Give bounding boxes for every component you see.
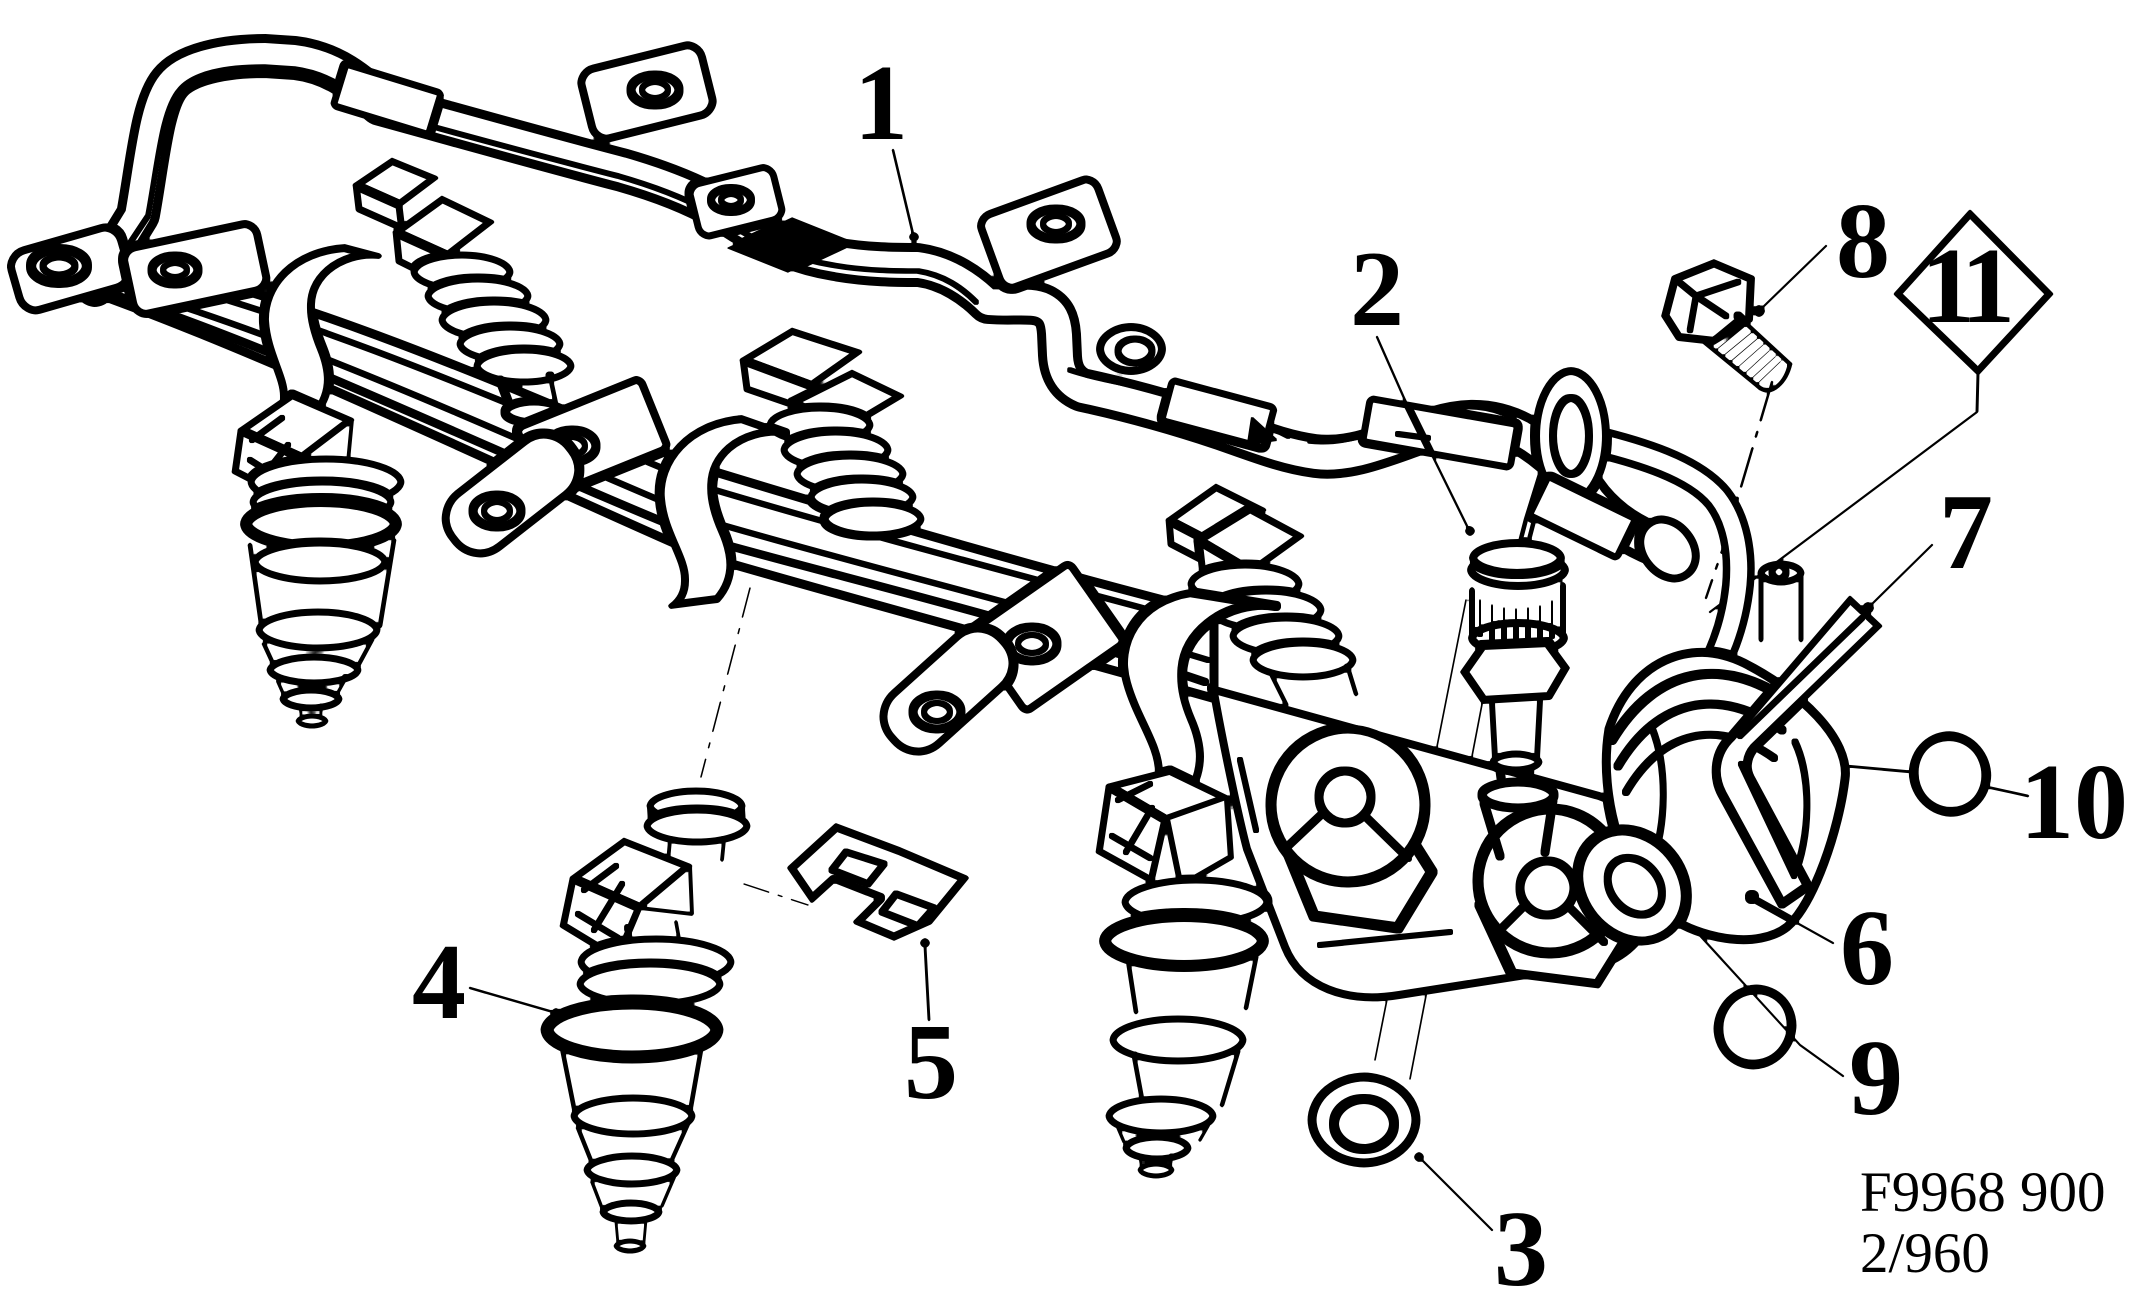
- svg-text:F9968 900: F9968 900: [1860, 1161, 2105, 1224]
- svg-text:9: 9: [1849, 1019, 1903, 1138]
- svg-text:1: 1: [854, 44, 908, 163]
- svg-text:2/960: 2/960: [1860, 1222, 1990, 1285]
- svg-text:4: 4: [412, 923, 466, 1042]
- svg-text:3: 3: [1494, 1190, 1548, 1291]
- svg-text:11: 11: [1921, 227, 2010, 346]
- svg-text:7: 7: [1939, 473, 1993, 592]
- svg-text:10: 10: [2020, 743, 2128, 862]
- svg-text:8: 8: [1836, 182, 1890, 301]
- svg-text:2: 2: [1350, 230, 1404, 349]
- svg-text:5: 5: [904, 1003, 958, 1122]
- svg-text:6: 6: [1840, 889, 1894, 1008]
